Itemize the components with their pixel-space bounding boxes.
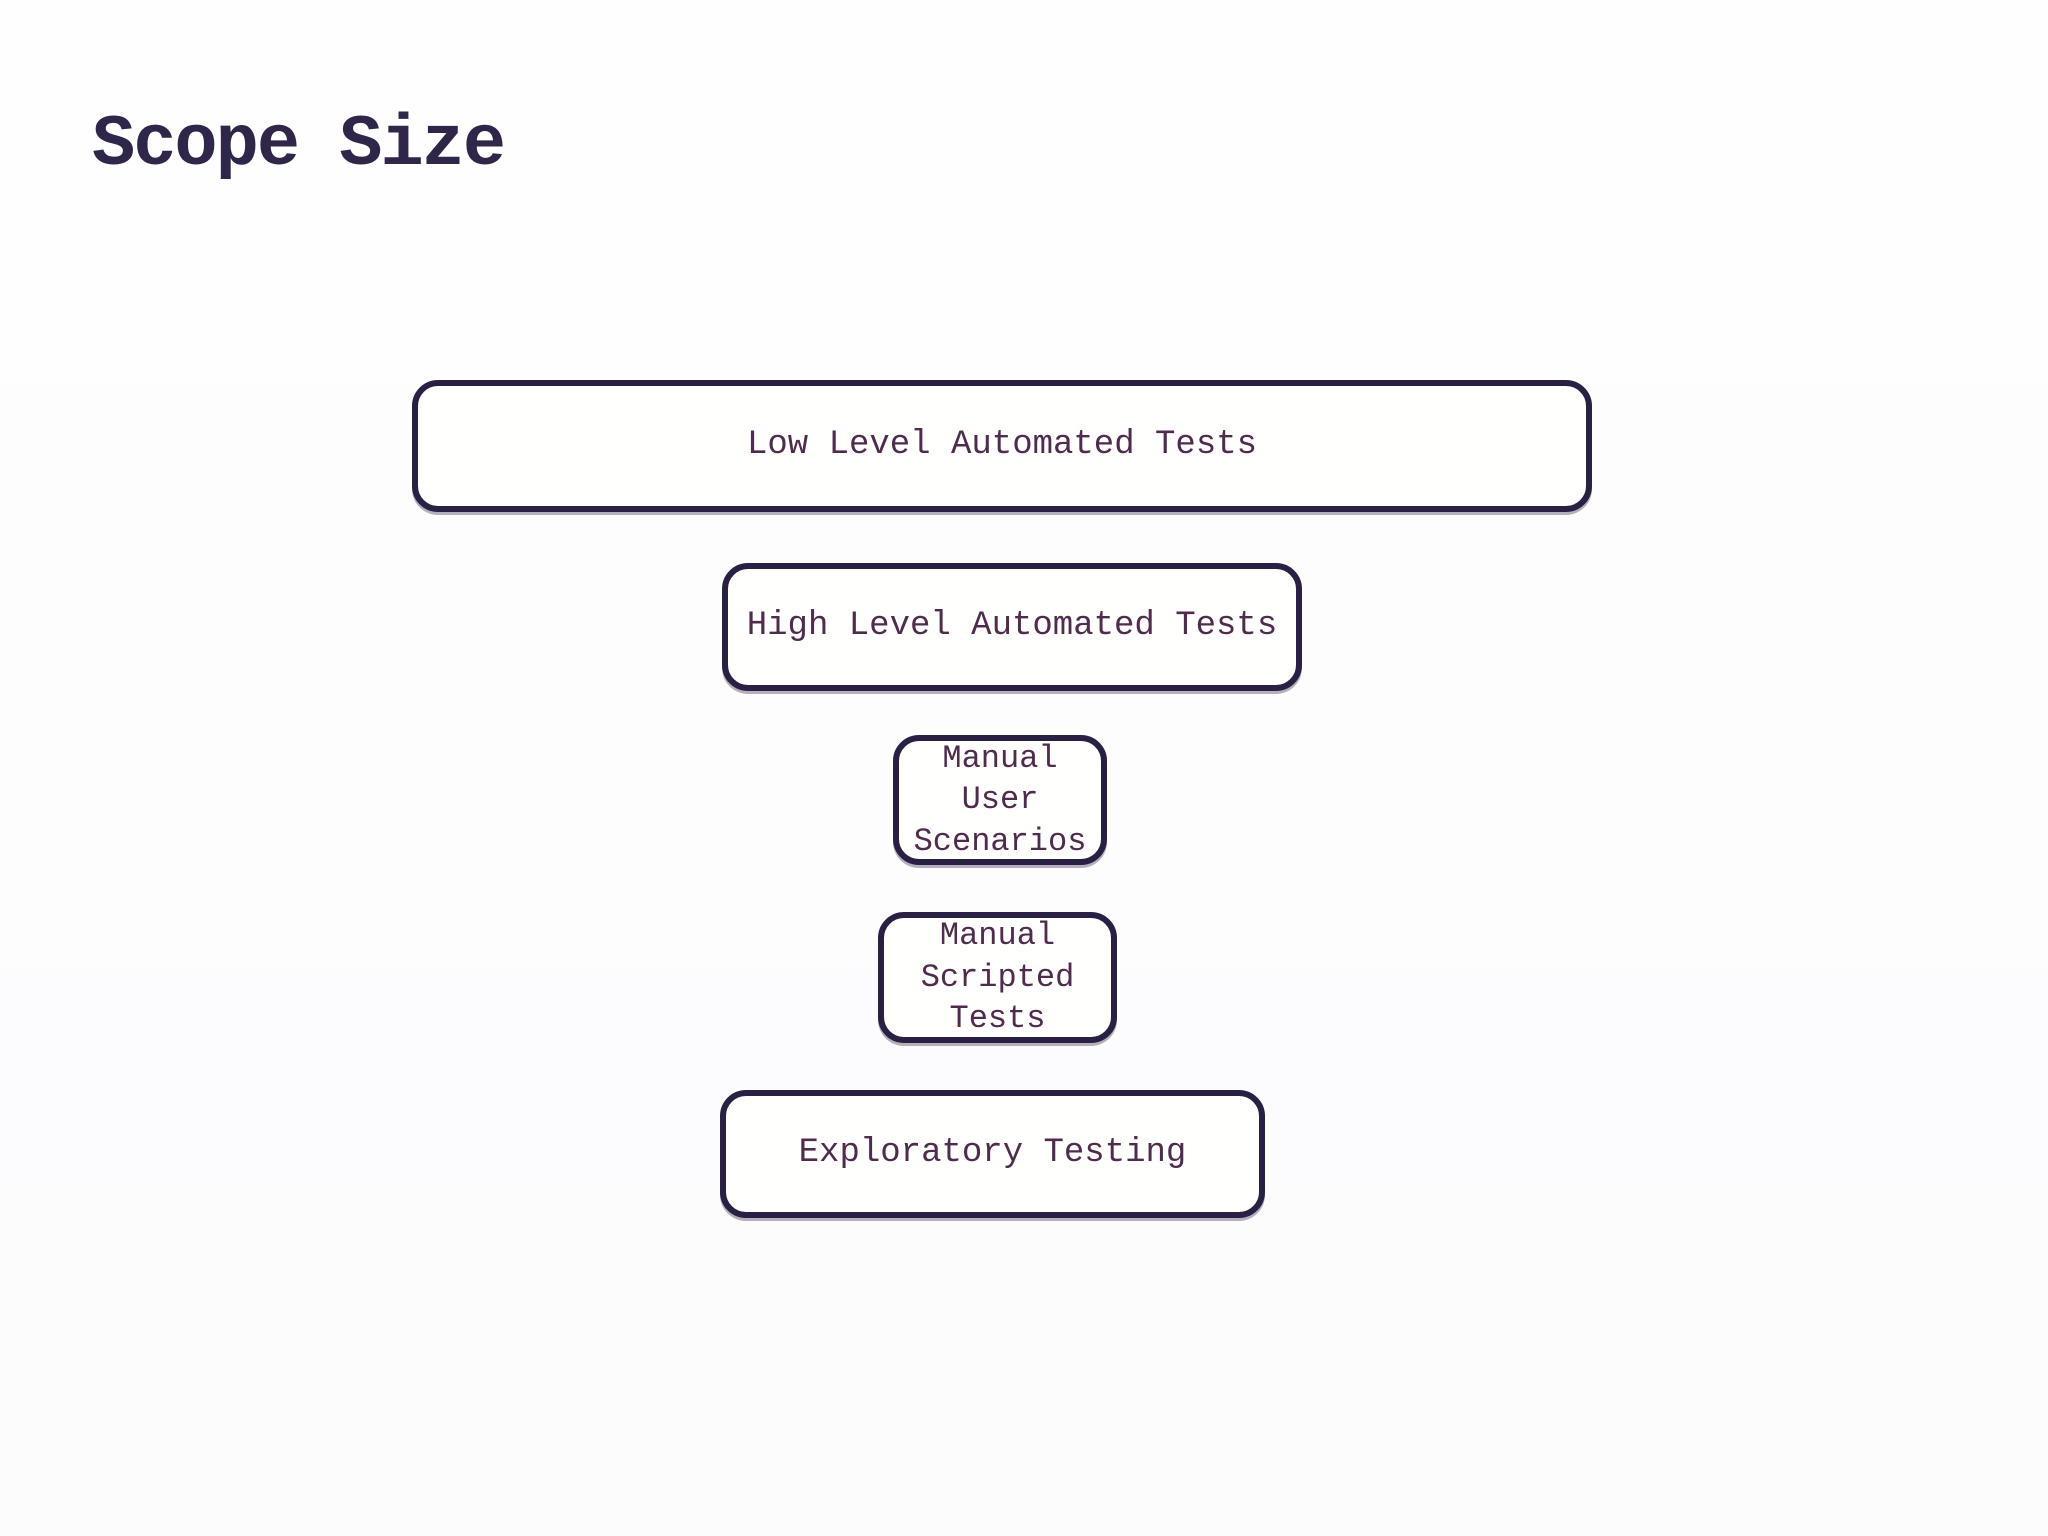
box-label-exploratory-testing: Exploratory Testing (798, 1134, 1187, 1173)
box-high-level-automated-tests: High Level Automated Tests (722, 563, 1302, 691)
box-label-manual-user-scenarios: Manual User Scenarios (913, 739, 1087, 860)
box-manual-scripted-tests: Manual Scripted Tests (878, 912, 1117, 1043)
box-label-low-level-automated-tests: Low Level Automated Tests (746, 426, 1258, 465)
box-exploratory-testing: Exploratory Testing (720, 1090, 1265, 1218)
page-title: Scope Size (92, 104, 506, 186)
box-label-high-level-automated-tests: High Level Automated Tests (746, 607, 1278, 646)
box-label-manual-scripted-tests: Manual Scripted Tests (920, 917, 1075, 1038)
box-low-level-automated-tests: Low Level Automated Tests (412, 380, 1592, 512)
box-manual-user-scenarios: Manual User Scenarios (893, 735, 1107, 865)
